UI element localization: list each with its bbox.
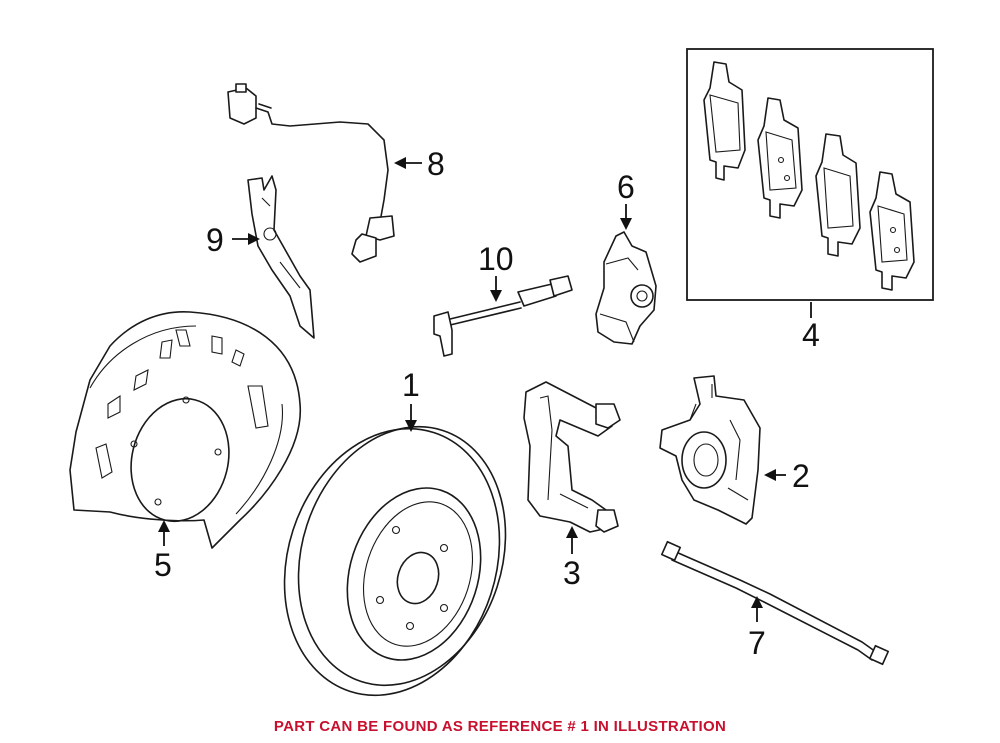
brake-line[interactable] bbox=[660, 540, 890, 666]
brake-caliper[interactable] bbox=[659, 375, 761, 525]
brake-pad-2 bbox=[757, 97, 803, 219]
callout-4: 4 bbox=[802, 317, 820, 353]
caliper-bracket[interactable] bbox=[523, 381, 621, 533]
sensor-bracket[interactable] bbox=[247, 175, 315, 339]
brake-rotor[interactable] bbox=[251, 400, 538, 724]
callout-8: 8 bbox=[427, 146, 445, 182]
caliper-carrier-piece[interactable] bbox=[595, 231, 657, 345]
callout-3: 3 bbox=[563, 555, 581, 591]
brake-pad-set[interactable] bbox=[686, 48, 934, 301]
callout-9: 9 bbox=[206, 222, 224, 258]
pad-wear-sensor[interactable] bbox=[433, 275, 573, 357]
brake-pad-4 bbox=[869, 171, 915, 291]
callout-5: 5 bbox=[154, 547, 172, 583]
reference-note: PART CAN BE FOUND AS REFERENCE # 1 IN IL… bbox=[273, 718, 727, 735]
brake-pad-3 bbox=[815, 133, 861, 257]
wheel-speed-sensor[interactable] bbox=[227, 83, 395, 263]
callout-10: 10 bbox=[478, 241, 514, 277]
dust-shield[interactable] bbox=[69, 311, 301, 549]
callout-2: 2 bbox=[792, 458, 810, 494]
callout-7: 7 bbox=[748, 625, 766, 661]
callout-1: 1 bbox=[402, 367, 420, 403]
callout-6: 6 bbox=[617, 169, 635, 205]
brake-pad-1 bbox=[703, 61, 746, 181]
callout-arrows bbox=[158, 157, 812, 622]
